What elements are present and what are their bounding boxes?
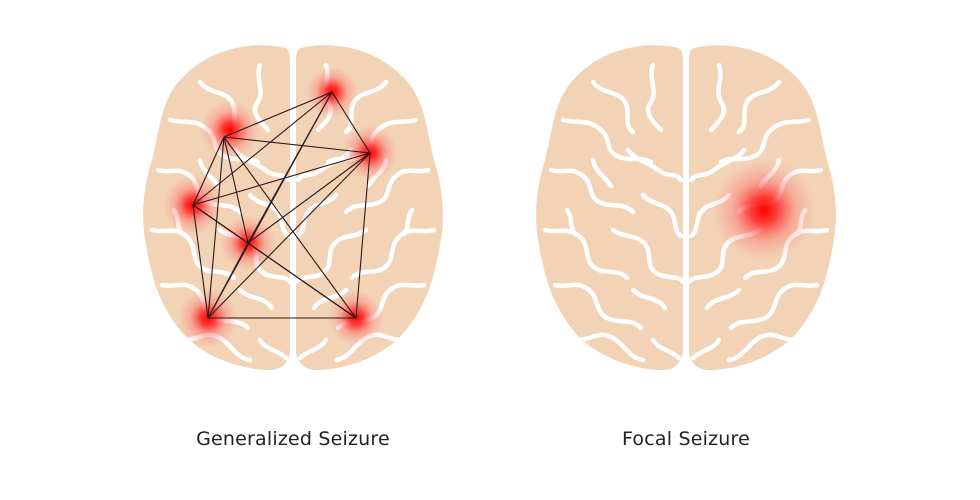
caption-generalized-seizure: Generalized Seizure	[196, 428, 390, 450]
connection-line	[247, 242, 357, 319]
connection-line	[223, 136, 357, 319]
left-hemisphere	[536, 45, 683, 371]
connection-line	[247, 152, 371, 244]
connection-line	[207, 242, 249, 319]
activity-spot	[712, 158, 816, 262]
connection-line	[331, 91, 371, 154]
caption-focal-seizure: Focal Seizure	[621, 428, 750, 450]
activity-spots-focal	[712, 158, 816, 262]
connection-line	[355, 152, 371, 319]
connection-line	[223, 91, 333, 138]
activity-spot	[200, 100, 260, 160]
connection-line	[192, 152, 371, 206]
connection-line	[207, 152, 371, 319]
connection-line	[207, 136, 225, 319]
connection-network	[192, 91, 371, 319]
connection-line	[223, 136, 249, 244]
connection-line	[223, 136, 371, 154]
connection-line	[192, 91, 333, 206]
brain-focal	[536, 45, 836, 375]
connection-line	[192, 136, 225, 206]
connection-line	[192, 204, 209, 319]
